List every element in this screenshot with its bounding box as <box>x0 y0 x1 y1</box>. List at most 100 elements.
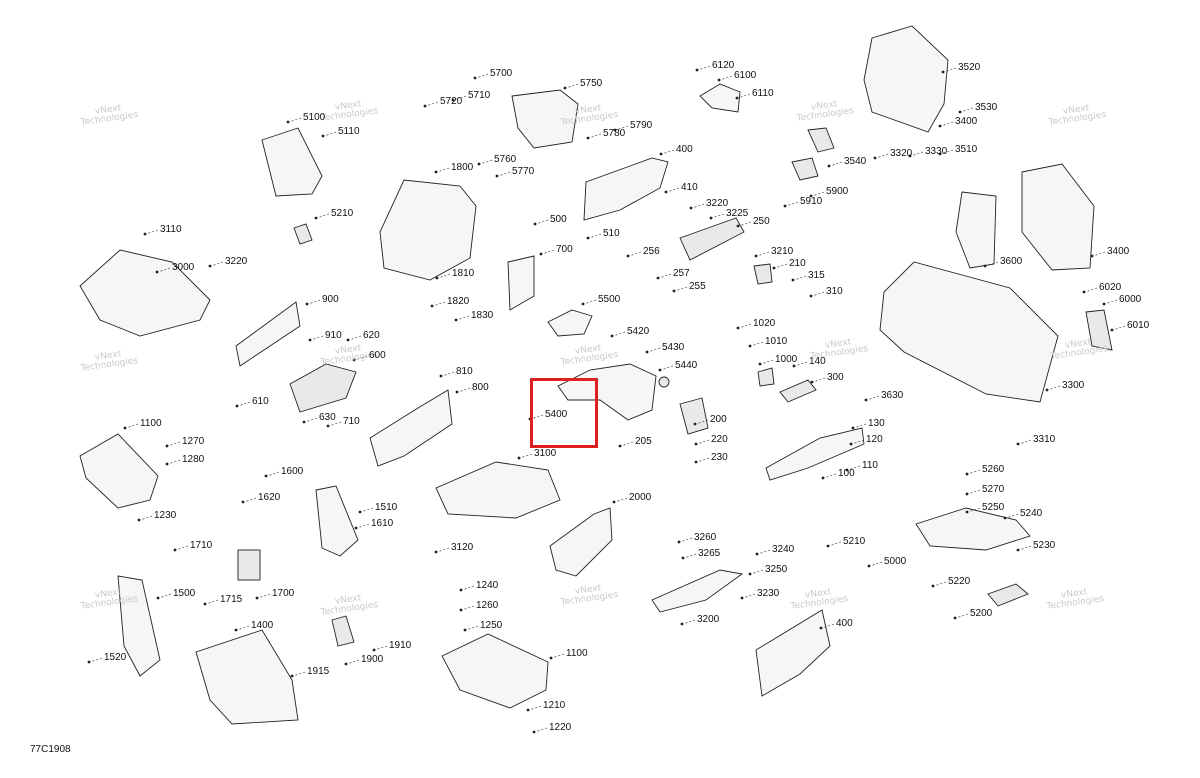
leader-1700 <box>257 593 271 599</box>
part-label-3210: 3210 <box>771 246 794 257</box>
part-label-3600: 3600 <box>1000 256 1023 267</box>
leader-1520 <box>89 657 103 663</box>
leader-dot-1220 <box>532 730 536 734</box>
leader-3265 <box>683 553 697 559</box>
leader-dot-5250 <box>965 510 969 514</box>
part-label-1600: 1600 <box>281 466 304 477</box>
part-label-600: 600 <box>369 350 386 361</box>
part-label-1280: 1280 <box>182 454 205 465</box>
leader-5260 <box>967 469 981 475</box>
leader-2000 <box>614 497 628 503</box>
leader-1910 <box>374 645 388 651</box>
part-label-5250: 5250 <box>982 502 1005 513</box>
part-label-1910: 1910 <box>389 640 412 651</box>
leader-dot-3200 <box>680 622 684 626</box>
leader-210 <box>774 263 788 269</box>
part-label-6010: 6010 <box>1127 320 1150 331</box>
leader-3310 <box>1018 439 1032 445</box>
leader-700 <box>541 249 555 255</box>
part-label-6020: 6020 <box>1099 282 1122 293</box>
leader-dot-5240 <box>1003 516 1007 520</box>
part-label-250: 250 <box>753 216 770 227</box>
leader-1620 <box>243 497 257 503</box>
leader-900 <box>307 299 321 305</box>
leader-dot-3265 <box>681 556 685 560</box>
leader-410 <box>666 187 680 193</box>
leader-dot-1830 <box>454 318 458 322</box>
part-label-1250: 1250 <box>480 620 503 631</box>
leader-dot-3100 <box>517 456 521 460</box>
leader-dot-250 <box>736 224 740 228</box>
part-label-1100: 1100 <box>140 418 162 429</box>
leader-dot-3510 <box>938 152 942 156</box>
leader-dot-205 <box>618 444 622 448</box>
part-label-610: 610 <box>252 396 269 407</box>
leader-dot-1500 <box>156 596 160 600</box>
leader-dot-130 <box>851 426 855 430</box>
part-label-1710: 1710 <box>190 540 213 551</box>
leader-6000 <box>1104 299 1118 305</box>
leader-5770 <box>497 171 511 177</box>
leader-5220 <box>933 581 947 587</box>
leader-910 <box>310 335 324 341</box>
part-label-2000: 2000 <box>629 492 652 503</box>
leader-dot-6120 <box>695 68 699 72</box>
part-label-3225: 3225 <box>726 208 749 219</box>
part-label-5100: 5100 <box>303 112 326 123</box>
leader-dot-1700 <box>255 596 259 600</box>
part-label-3300: 3300 <box>1062 380 1085 391</box>
leader-dot-3120 <box>434 550 438 554</box>
leader-1210 <box>528 705 542 711</box>
part-label-1810: 1810 <box>452 268 475 279</box>
leader-dot-400 <box>659 152 663 156</box>
part-label-6100: 6100 <box>734 70 757 81</box>
leader-dot-630 <box>302 420 306 424</box>
part-label-5770: 5770 <box>512 166 535 177</box>
leader-5210 <box>316 213 330 219</box>
leader-dot-5210 <box>826 544 830 548</box>
part-label-1715: 1715 <box>220 594 243 605</box>
leader-dot-5110 <box>321 134 325 138</box>
leader-dot-140 <box>792 364 796 368</box>
leader-dot-5200 <box>953 616 957 620</box>
leader-dot-3540 <box>827 164 831 168</box>
part-shapes <box>79 25 1113 725</box>
leader-dot-3300 <box>1045 388 1049 392</box>
leader-dot-1210 <box>526 708 530 712</box>
leader-dot-5260 <box>965 472 969 476</box>
leader-1820 <box>432 301 446 307</box>
leader-dot-5770 <box>495 174 499 178</box>
leader-dot-100 <box>821 476 825 480</box>
leader-1010 <box>750 341 764 347</box>
part-label-5260: 5260 <box>982 464 1005 475</box>
leader-dot-5440 <box>658 368 662 372</box>
leader-630 <box>304 417 318 423</box>
leader-dot-3260 <box>677 540 681 544</box>
leader-dot-2000 <box>612 500 616 504</box>
leader-dot-1800 <box>434 170 438 174</box>
leader-1400 <box>236 625 250 631</box>
part-label-5220: 5220 <box>948 576 971 587</box>
leader-1250 <box>465 625 479 631</box>
part-label-3110: 3110 <box>160 224 182 235</box>
part-label-140: 140 <box>809 356 826 367</box>
leader-dot-1820 <box>430 304 434 308</box>
leader-3400 <box>1092 251 1106 257</box>
part-label-900: 900 <box>322 294 339 305</box>
part-label-300: 300 <box>827 372 844 383</box>
part-label-1100: 1100 <box>566 648 588 659</box>
leader-dot-5780 <box>586 136 590 140</box>
leader-1270 <box>167 441 181 447</box>
leader-dot-3400 <box>1090 254 1094 258</box>
part-label-5910: 5910 <box>800 196 823 207</box>
part-label-100: 100 <box>838 468 855 479</box>
part-label-6110: 6110 <box>752 88 774 99</box>
leader-6120 <box>697 65 711 71</box>
part-label-3120: 3120 <box>451 542 474 553</box>
leader-315 <box>793 275 807 281</box>
leader-dot-3530 <box>958 110 962 114</box>
part-label-1610: 1610 <box>371 518 394 529</box>
leader-dot-220 <box>694 442 698 446</box>
leader-dot-5710 <box>451 98 455 102</box>
leader-dot-5270 <box>965 492 969 496</box>
